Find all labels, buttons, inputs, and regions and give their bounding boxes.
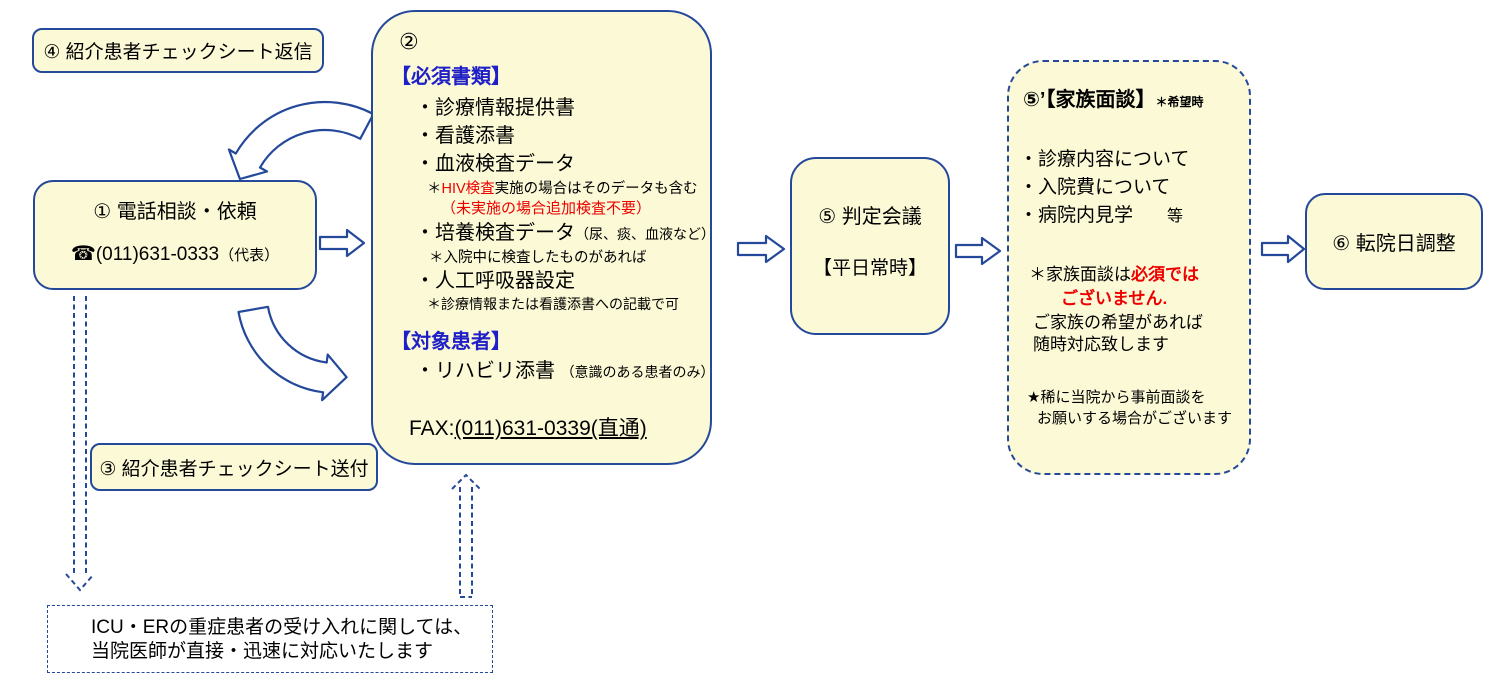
ventilator-note: ＊診療情報または看護添書への記載で可 xyxy=(427,296,679,312)
rehab-doc: ・リハビリ添書 xyxy=(415,360,555,382)
icu-note-line2: 当院医師が直接・迅速に対応いたします xyxy=(91,641,434,662)
rehab-paren: （意識のある患者のみ） xyxy=(560,364,715,380)
icu-note-line1: ICU・ERの重症患者の受け入れに関しては、 xyxy=(91,617,473,638)
step1-phone-line: ☎(011)631-0333（代表） xyxy=(35,242,315,267)
family-note-red: 必須では xyxy=(1131,265,1199,284)
step1-phone-number: (011)631-0333 xyxy=(95,244,220,265)
family-note-line4: 随時対応致します xyxy=(1033,335,1169,354)
hiv-note: ＊HIV検査実施の場合はそのデータも含む xyxy=(427,180,698,198)
doc-item: ・看護添書 xyxy=(415,125,515,147)
star-note-line2: お願いする場合がございます xyxy=(1037,410,1233,427)
arrow-step2-to-step5 xyxy=(736,234,786,264)
interview-item3-suffix: 等 xyxy=(1167,208,1184,225)
target-patients-heading: 【対象患者】 xyxy=(391,331,511,353)
step1-phone-suffix: （代表） xyxy=(219,247,280,264)
doc-item: ・診療情報提供書 xyxy=(415,97,575,119)
step2-required-documents-box: ② 【必須書類】 ・診療情報提供書 ・看護添書 ・血液検査データ ＊HIV検査実… xyxy=(371,10,715,465)
interview-item: ・診療内容について xyxy=(1019,149,1190,170)
step5b-title-note: ＊希望時 xyxy=(1155,95,1204,109)
dashed-arrow-icu-to-step2 xyxy=(451,473,481,598)
step5-subtitle: 【平日常時】 xyxy=(812,258,927,279)
step1-title: ① 電話相談・依頼 xyxy=(93,201,257,223)
hiv-note-asterisk: ＊ xyxy=(427,181,442,197)
step5-judgement-meeting-box: ⑤ 判定会議 【平日常時】 xyxy=(790,157,950,335)
arrow-step1-to-step2 xyxy=(318,228,366,258)
family-note-line2: ございません. xyxy=(1061,289,1168,308)
step3-checksheet-send-box: ③ 紹介患者チェックシート送付 xyxy=(90,443,378,491)
doc-item: ・リハビリ添書 （意識のある患者のみ） xyxy=(415,359,715,384)
step6-label: ⑥ 転院日調整 xyxy=(1332,233,1456,255)
step6-transfer-date-box: ⑥ 転院日調整 xyxy=(1305,193,1483,290)
doc4-paren: （尿、痰、血液など） xyxy=(575,226,715,242)
doc-item: ・血液検査データ xyxy=(415,153,575,175)
hiv-note2: （未実施の場合追加検査不要） xyxy=(441,200,652,217)
family-note-line1: ＊家族面談は必須では xyxy=(1029,264,1199,285)
fax-number: (011)631-0339(直通) xyxy=(454,417,647,440)
required-docs-heading: 【必須書類】 xyxy=(391,66,511,88)
step4-checksheet-return-box: ④ 紹介患者チェックシート返信 xyxy=(32,28,324,73)
star-note-line1: ★稀に当院から事前面談を xyxy=(1027,389,1206,406)
doc-item: ・人工呼吸器設定 xyxy=(415,270,575,292)
doc-item: ・培養検査データ（尿、痰、血液など） xyxy=(415,221,715,246)
hiv-note-red: HIV検査 xyxy=(441,181,495,197)
family-note-black: ＊家族面談は xyxy=(1029,265,1131,284)
doc4-main: ・培養検査データ xyxy=(415,222,575,244)
step5b-title: ⑤’【家族面談】 xyxy=(1023,89,1156,111)
step2-number: ② xyxy=(399,29,419,54)
icu-er-note-box: ICU・ERの重症患者の受け入れに関しては、 当院医師が直接・迅速に対応いたしま… xyxy=(47,605,493,673)
step1-phone-consult-box: ① 電話相談・依頼 ☎(011)631-0333（代表） xyxy=(33,180,317,290)
phone-icon: ☎ xyxy=(70,243,96,265)
interview-item: ・入院費について xyxy=(1019,177,1171,198)
curved-arrow-step1-to-step2 xyxy=(237,305,348,402)
step5-title: ⑤ 判定会議 xyxy=(818,206,922,228)
interview-item: ・病院内見学 等 xyxy=(1019,204,1183,228)
step5b-title-line: ⑤’【家族面談】＊希望時 xyxy=(1023,88,1204,113)
interview-item3: ・病院内見学 xyxy=(1019,205,1134,226)
culture-note: ＊入院中に検査したものがあれば xyxy=(429,250,647,266)
step4-label: ④ 紹介患者チェックシート返信 xyxy=(43,42,313,63)
arrow-step5b-to-step6 xyxy=(1260,234,1306,264)
fax-label: FAX: xyxy=(409,417,455,440)
family-note-line3: ご家族の希望があれば xyxy=(1033,313,1203,332)
fax-line: FAX:(011)631-0339(直通) xyxy=(409,416,647,442)
arrow-step5-to-step5b xyxy=(954,236,1002,266)
dashed-arrow-step1-to-icu xyxy=(65,296,95,592)
curved-arrow-step2-to-step1 xyxy=(227,100,375,181)
step5b-family-interview-box: ⑤’【家族面談】＊希望時 ・診療内容について ・入院費について ・病院内見学等 … xyxy=(1007,60,1251,475)
step3-label: ③ 紹介患者チェックシート送付 xyxy=(99,458,369,480)
hiv-note-rest: 実施の場合はそのデータも含む xyxy=(494,181,698,197)
